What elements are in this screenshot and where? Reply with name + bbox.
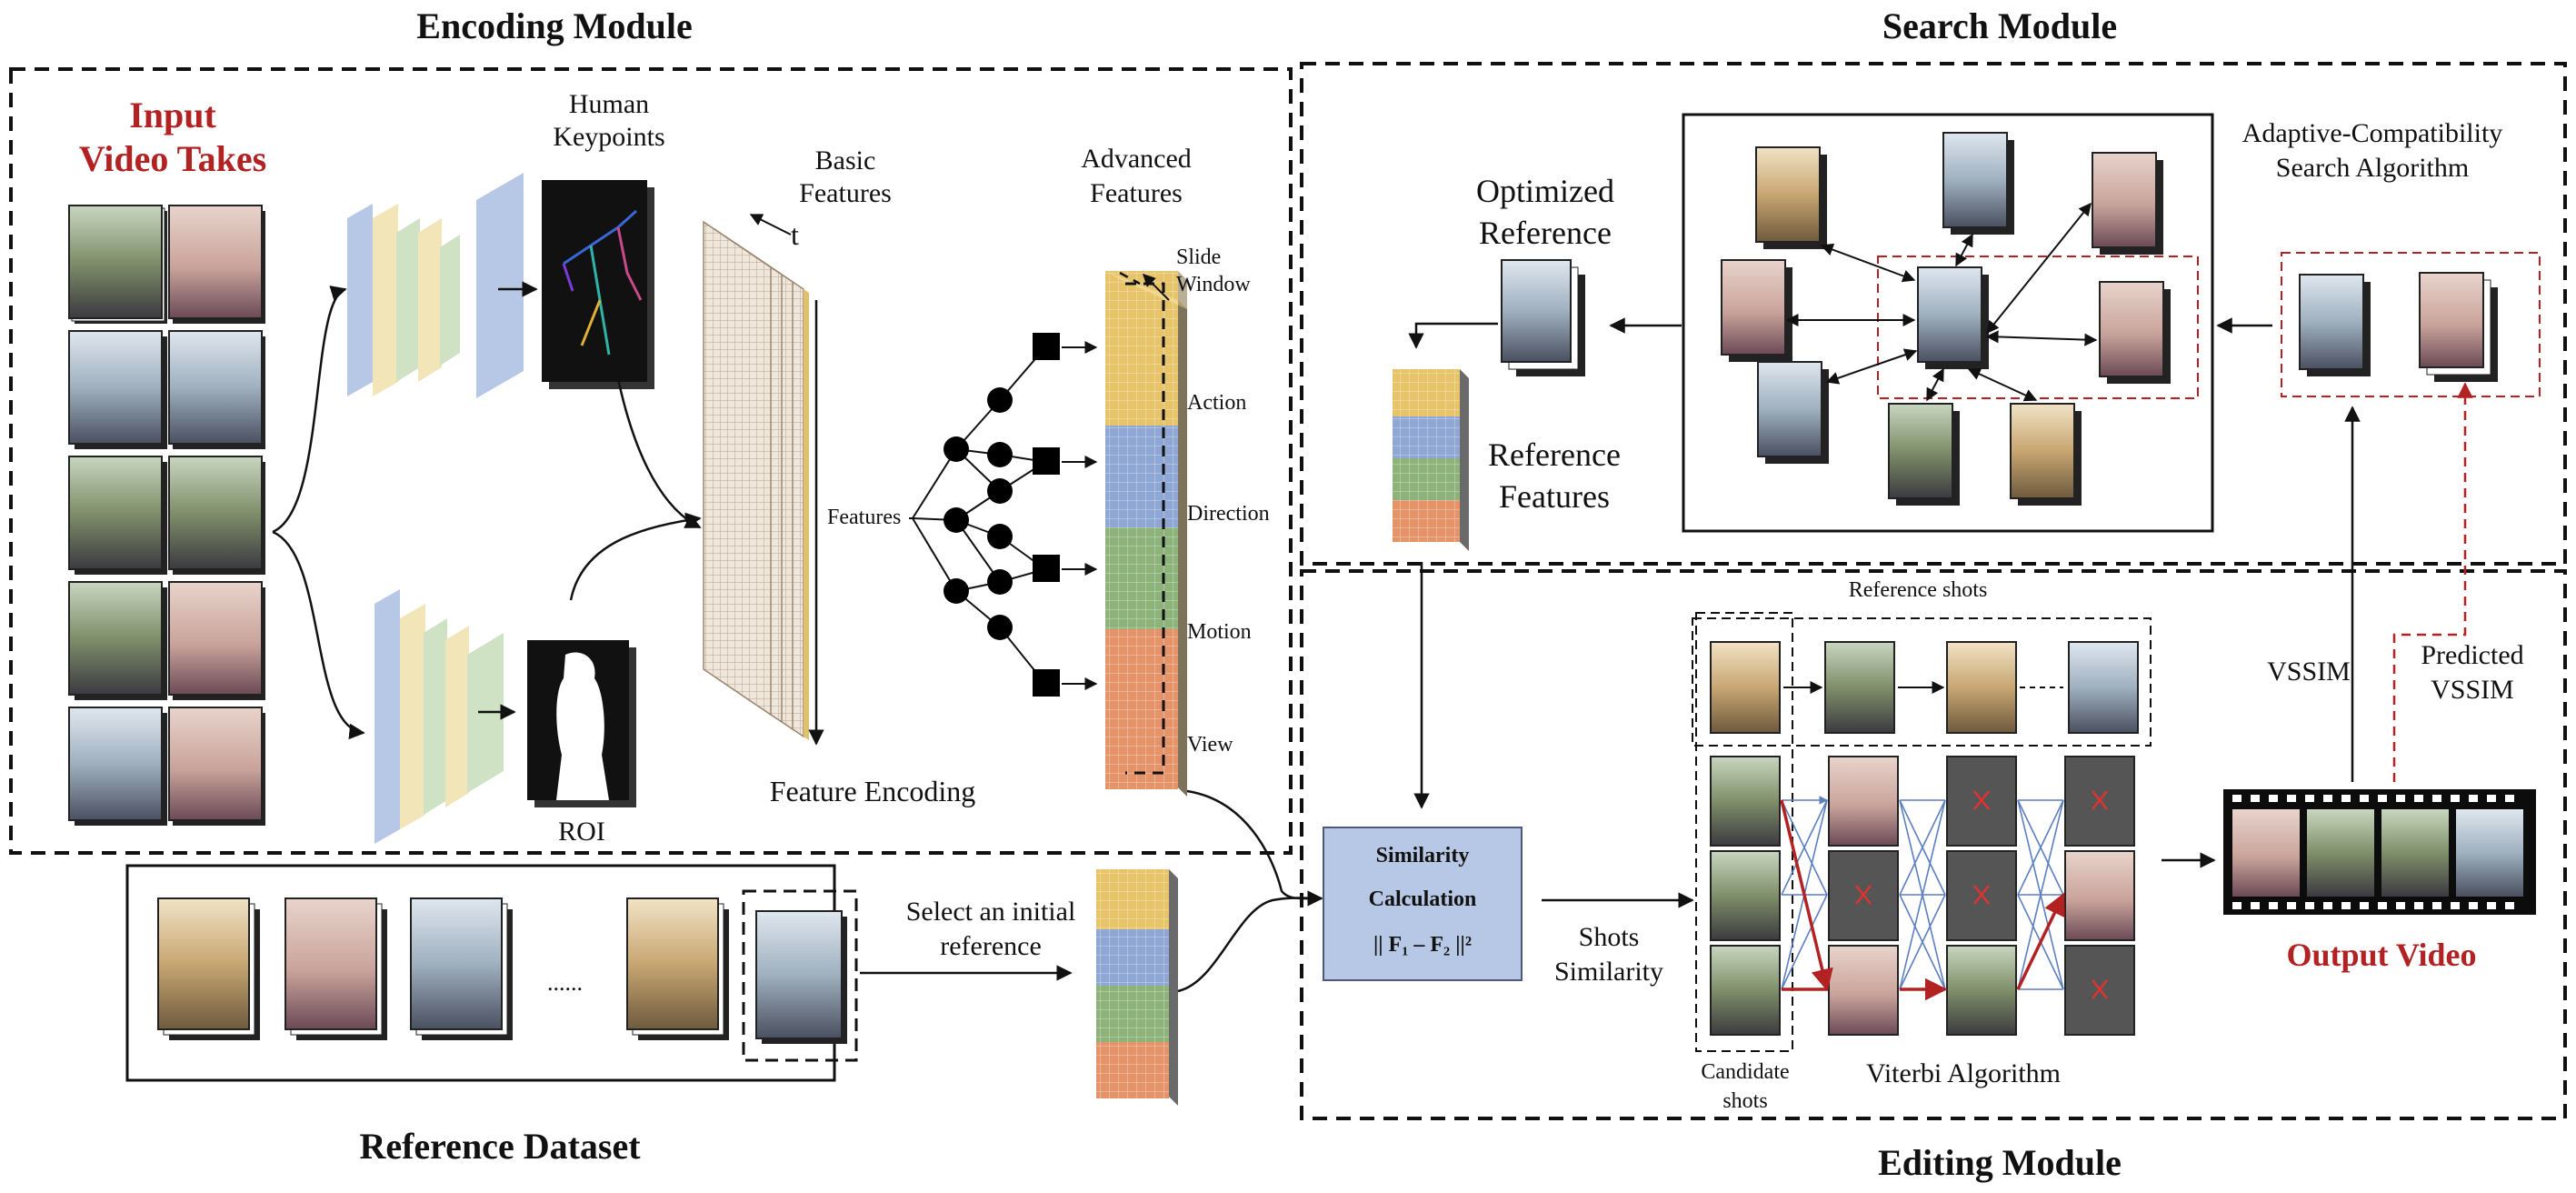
advanced-features-stack (1105, 271, 1187, 797)
select-initial-line2: reference (940, 931, 1042, 961)
reference-shots-label: Reference shots (1848, 578, 1988, 602)
time-label: t (791, 218, 799, 251)
encoding-module-title: Encoding Module (416, 5, 693, 46)
advanced-features-line2: Features (1090, 178, 1183, 208)
shots-similarity-line1: Shots (1578, 922, 1640, 952)
predicted-vssim-line2: VSSIM (2431, 675, 2514, 705)
keypoints-label-line2: Keypoints (553, 122, 665, 152)
adaptive-search-graph (1721, 132, 2199, 506)
search-module-box (1300, 62, 2567, 566)
encoding-module-box (9, 67, 1293, 855)
search-candidates (2281, 252, 2541, 397)
initial-reference-features (1096, 869, 1178, 1106)
arrow-optimized-to-ref-features (1408, 322, 1498, 349)
feature-encoding-label: Feature Encoding (769, 775, 976, 807)
arrow-predicted-vssim (2392, 382, 2473, 782)
reference-features-line1: Reference (1488, 436, 1621, 473)
motion-label: Motion (1187, 620, 1252, 644)
similarity-line1: Similarity (1375, 844, 1470, 867)
reference-dataset-images (157, 889, 858, 1062)
optimized-reference-line1: Optimized (1476, 173, 1614, 209)
slide-window-arrow (1143, 274, 1170, 301)
predicted-vssim-line1: Predicted (2421, 640, 2524, 670)
candidate-shots-line1: Candidate (1701, 1060, 1790, 1084)
candidate-shots-line2: shots (1722, 1089, 1768, 1113)
basic-features-line1: Basic (814, 145, 876, 175)
keypoints-label-line1: Human (568, 89, 650, 119)
similarity-calculation-box (1323, 827, 1523, 981)
arrow-initial-ref-to-similarity (1177, 897, 1323, 993)
select-initial-line1: Select an initial (905, 897, 1076, 927)
search-algorithm-line1: Adaptive-Compatibility (2242, 118, 2503, 148)
shots-similarity-line2: Similarity (1554, 957, 1663, 987)
action-label: Action (1187, 391, 1247, 415)
output-video-film (2223, 789, 2536, 915)
roi-network (374, 589, 504, 844)
time-axis-arrow (749, 214, 792, 236)
search-module-title: Search Module (1882, 5, 2118, 46)
output-video-label: Output Video (2286, 937, 2477, 973)
advanced-features-line1: Advanced (1081, 144, 1192, 174)
roi-mask-image (527, 640, 636, 807)
viterbi-label: Viterbi Algorithm (1865, 1058, 2061, 1088)
editing-module-title: Editing Module (1878, 1142, 2122, 1183)
optimized-reference-line2: Reference (1479, 215, 1612, 251)
basic-features-line2: Features (799, 178, 892, 208)
view-label: View (1187, 733, 1233, 757)
roi-label: ROI (558, 817, 605, 847)
reference-features-stack (1393, 369, 1469, 551)
human-keypoints-image (542, 180, 654, 389)
arrow-input-to-keypoint-net (272, 286, 347, 534)
input-title-line1: Input (129, 95, 216, 135)
search-algorithm-line2: Search Algorithm (2275, 153, 2470, 183)
features-label: Features (827, 506, 902, 529)
direction-label: Direction (1187, 502, 1270, 526)
feature-network (912, 346, 1046, 685)
arrow-input-to-roi-net (272, 530, 365, 740)
arrow-roi-to-basic (569, 512, 702, 601)
feature-network-nodes (944, 333, 1060, 697)
basic-features-stack (703, 220, 809, 740)
editing-module-box (1300, 569, 2567, 1120)
reference-dataset-title: Reference Dataset (359, 1126, 641, 1167)
similarity-formula: || F₁ – F₂ ||² (1373, 933, 1473, 957)
dataset-ellipsis: ...... (547, 969, 583, 996)
input-title-line2: Video Takes (78, 138, 267, 179)
vssim-label: VSSIM (2267, 657, 2351, 687)
slide-window-line2: Window (1176, 273, 1251, 296)
keypoint-network (347, 173, 524, 398)
input-video-takes (68, 205, 265, 826)
similarity-line2: Calculation (1368, 887, 1477, 911)
search-graph-box (1682, 113, 2214, 533)
optimized-reference-images (1501, 259, 1585, 376)
reference-features-line2: Features (1499, 478, 1610, 515)
slide-window-line1: Slide (1176, 246, 1222, 269)
viterbi-trellis (1692, 612, 2152, 1052)
